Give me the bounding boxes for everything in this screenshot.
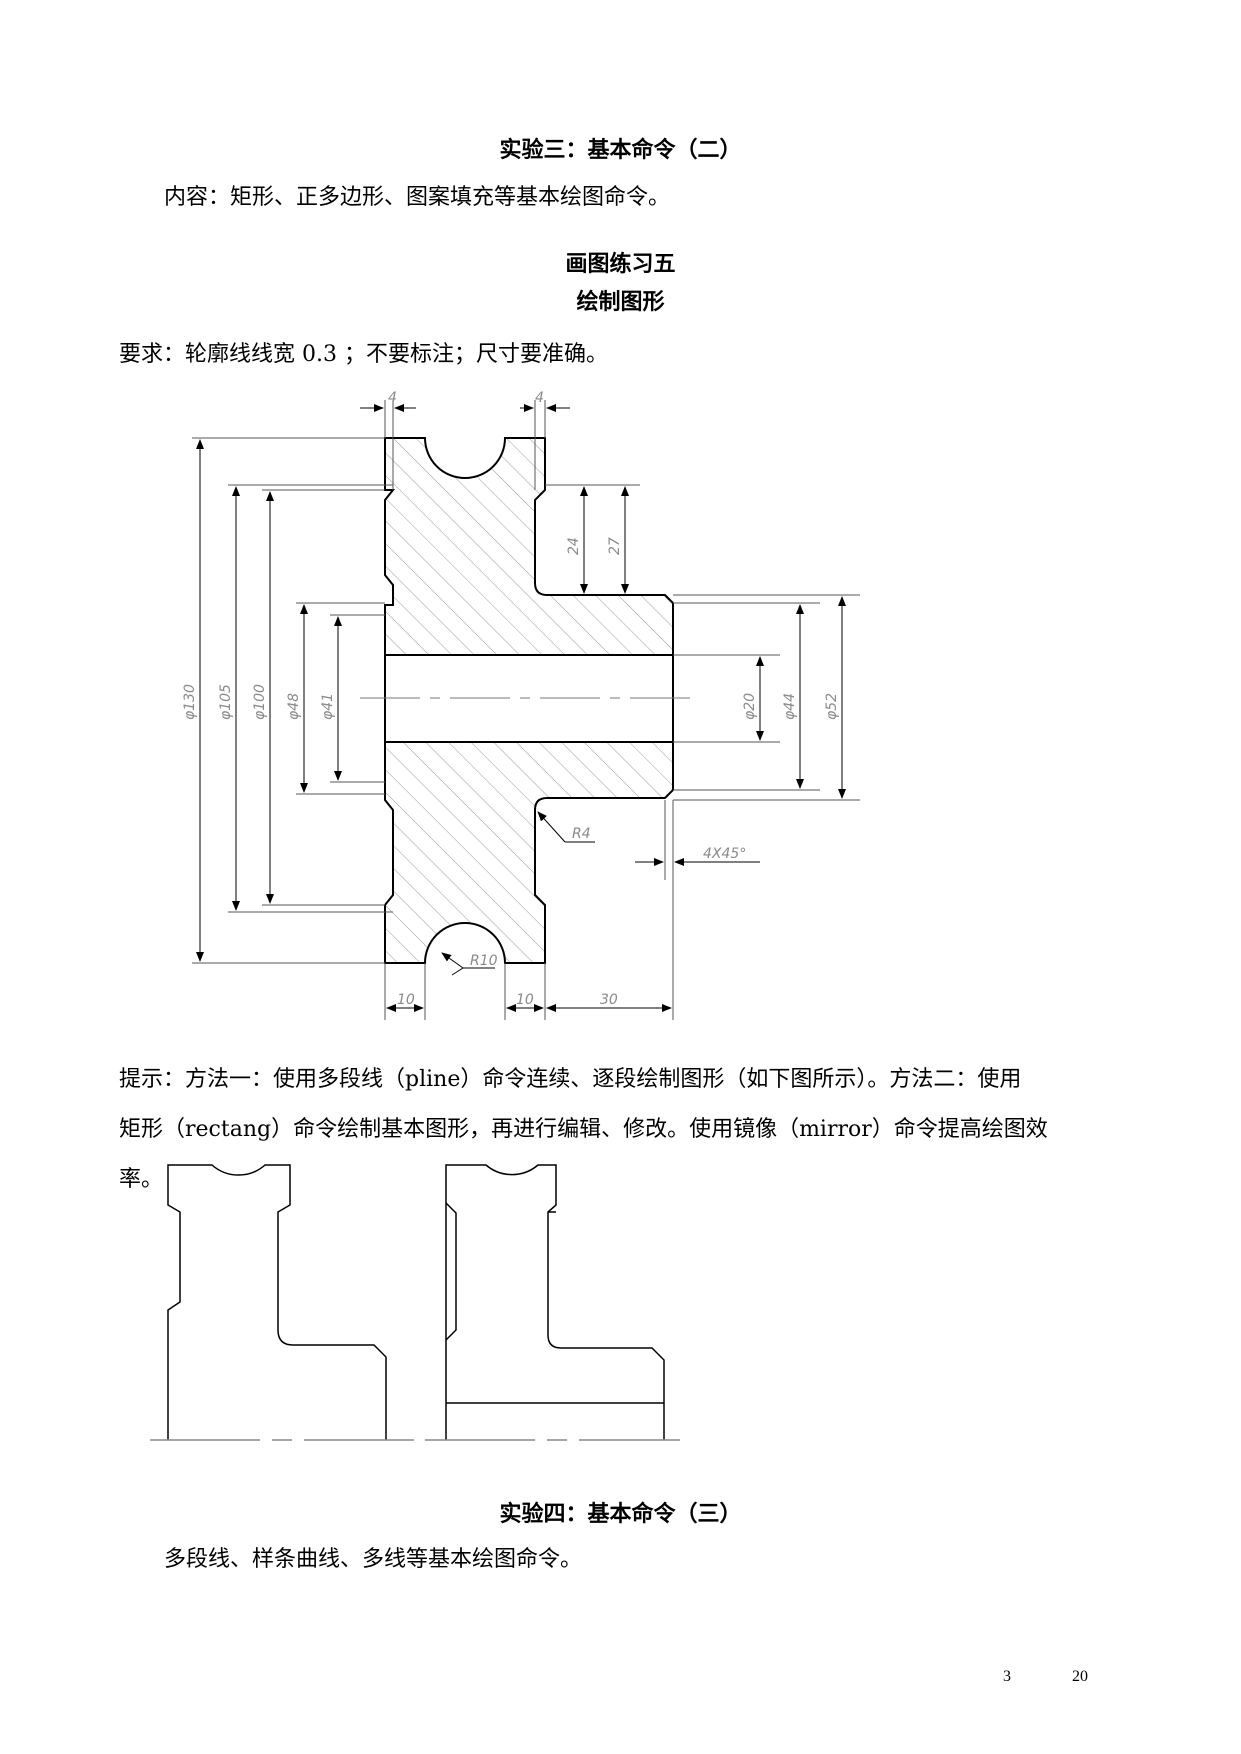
section3-title: 实验三：基本命令（二） <box>499 138 742 163</box>
dim-dia-130: φ130 <box>182 684 198 720</box>
dim-dia-105: φ105 <box>218 684 234 720</box>
dim-dia-48: φ48 <box>286 693 302 720</box>
dim-dia-100: φ100 <box>252 684 268 720</box>
dim-10-right: 10 <box>516 992 534 1008</box>
upper-body <box>384 437 674 656</box>
page-total: 20 <box>1072 1668 1088 1685</box>
dim-24: 24 <box>566 537 582 555</box>
dim-4-left: 4 <box>388 390 397 406</box>
sketch-step-1 <box>150 1164 420 1441</box>
section4-content: 多段线、样条曲线、多线等基本绘图命令。 <box>164 1547 583 1572</box>
section3-content: 内容：矩形、正多边形、图案填充等基本绘图命令。 <box>164 185 671 210</box>
dim-30: 30 <box>600 992 618 1008</box>
hint-line-3: 率。 <box>119 1167 164 1192</box>
dim-dia-41: φ41 <box>320 693 336 720</box>
dim-r10: R10 <box>470 953 498 969</box>
dim-dia-52: φ52 <box>824 693 840 720</box>
exercise-title: 画图练习五 <box>565 252 676 277</box>
dim-4-right: 4 <box>535 390 544 406</box>
dim-dia-44: φ44 <box>782 693 798 720</box>
section4-title: 实验四：基本命令（三） <box>499 1502 742 1527</box>
dim-27: 27 <box>607 537 623 555</box>
exercise-requirement: 要求：轮廓线线宽 0.3 ；不要标注；尺寸要准确。 <box>119 342 608 367</box>
exercise-subtitle: 绘制图形 <box>576 290 665 315</box>
dim-dia-20: φ20 <box>742 693 758 720</box>
hint-line-2: 矩形（rectang）命令绘制基本图形，再进行编辑、修改。使用镜像（mirror… <box>119 1117 1048 1142</box>
dim-10-left: 10 <box>397 992 415 1008</box>
lower-body <box>384 741 674 964</box>
dim-r4: R4 <box>572 826 591 842</box>
sketch-step-2 <box>425 1164 680 1441</box>
page-number: 3 <box>1003 1668 1011 1685</box>
dim-chamfer: 4X45° <box>703 846 746 862</box>
hint-line-1: 提示：方法一：使用多段线（pline）命令连续、逐段绘制图形（如下图所示）。方法… <box>119 1067 1022 1092</box>
